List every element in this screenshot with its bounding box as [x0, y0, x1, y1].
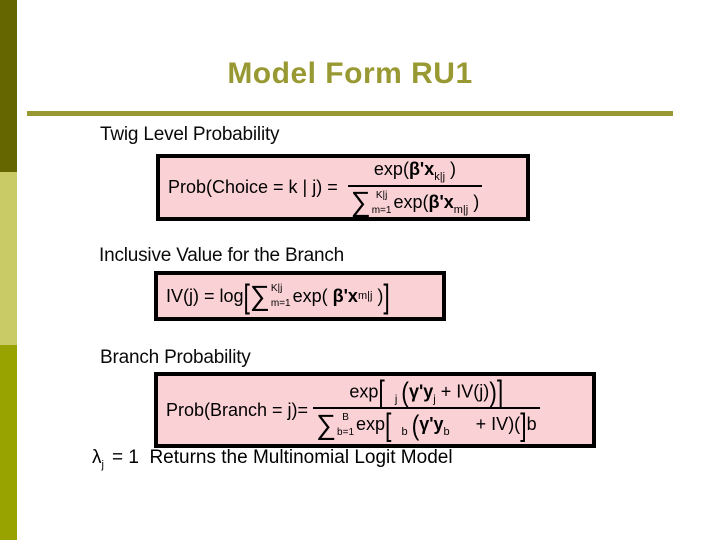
- sidebar-accent-top: [0, 0, 17, 172]
- section-label-twig-level-probability: Twig Level Probability: [100, 124, 280, 145]
- sidebar-accent-bottom: [0, 345, 17, 540]
- title-underline: [27, 111, 673, 116]
- section-label-branch-probability: Branch Probability: [100, 347, 251, 368]
- lambda-note: λj= 1 Returns the Multinomial Logit Mode…: [92, 447, 453, 471]
- slide-title: Model Form RU1: [227, 57, 473, 90]
- section-label-inclusive-value: Inclusive Value for the Branch: [99, 245, 345, 266]
- sidebar-accent-middle: [0, 172, 17, 345]
